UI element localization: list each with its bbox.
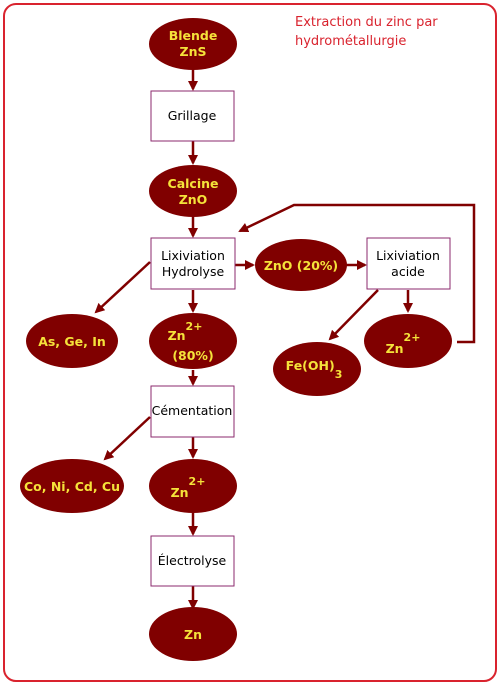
node-zn2-cem: Zn2+ xyxy=(149,459,237,513)
node-co-ni-cd-cu-shape xyxy=(20,459,124,513)
node-as-ge-in-shape xyxy=(26,314,118,368)
node-lixiviation-acide-line-1: Lixiviation xyxy=(376,248,440,263)
node-electrolyse: Électrolyse xyxy=(150,535,235,587)
edge-zn2-recycle xyxy=(238,203,476,344)
node-zn-shape xyxy=(149,607,237,661)
edge-cementation-conicdcu xyxy=(103,416,151,461)
node-cementation-label: Cémentation xyxy=(152,403,233,418)
node-electrolyse-label: Électrolyse xyxy=(158,553,227,568)
diagram-frame xyxy=(3,3,497,682)
node-blende-line-1: Blende xyxy=(169,28,218,43)
node-blende-shape xyxy=(149,18,237,70)
node-cementation: Cémentation xyxy=(150,385,235,438)
node-calcine: Calcine ZnO xyxy=(149,165,237,217)
diagram-title-line-2: hydrométallurgie xyxy=(295,34,406,49)
node-lixiviation-acide-box xyxy=(366,237,451,290)
node-zn2-acid-base: Zn xyxy=(386,341,404,356)
node-cementation-box xyxy=(150,385,235,438)
node-zno-20: ZnO (20%) xyxy=(255,239,347,291)
node-grillage: Grillage xyxy=(150,90,235,142)
edges xyxy=(94,68,476,610)
node-co-ni-cd-cu-label: Co, Ni, Cd, Cu xyxy=(24,479,120,494)
node-zn2-acid: Zn2+ xyxy=(364,314,452,368)
node-calcine-line-2: ZnO xyxy=(179,192,208,207)
node-as-ge-in-label: As, Ge, In xyxy=(38,334,106,349)
node-as-ge-in: As, Ge, In xyxy=(26,314,118,368)
node-grillage-box xyxy=(150,90,235,142)
node-zn-label: Zn xyxy=(184,627,202,642)
node-lixiviation-acide-line-2: acide xyxy=(391,264,425,279)
node-zn2-80-label: Zn2+ xyxy=(168,320,203,343)
node-blende-line-2: ZnS xyxy=(180,44,207,59)
node-calcine-shape xyxy=(149,165,237,217)
node-blende: Blende ZnS xyxy=(149,18,237,70)
edge-acide-feoh3 xyxy=(328,289,379,341)
node-co-ni-cd-cu: Co, Ni, Cd, Cu xyxy=(20,459,124,513)
node-zn: Zn xyxy=(149,607,237,661)
node-lixiviation-hydrolyse-box xyxy=(150,237,236,290)
node-lixiviation-acide: Lixiviation acide xyxy=(366,237,451,290)
node-feoh3-subscript: 3 xyxy=(335,368,343,381)
node-zn2-80-charge: 2+ xyxy=(186,320,203,333)
node-zn2-80: Zn2+ (80%) xyxy=(149,313,237,369)
node-zn2-acid-label: Zn2+ xyxy=(386,331,421,356)
node-lixiviation-hydrolyse-line-1: Lixiviation xyxy=(161,248,225,263)
node-lixiviation-hydrolyse-line-2: Hydrolyse xyxy=(162,264,225,279)
node-feoh3: Fe(OH)3 xyxy=(273,342,361,396)
edge-lixiviation-asgein xyxy=(94,261,151,314)
node-zn2-cem-base: Zn xyxy=(171,485,189,500)
node-zn2-80-shape xyxy=(149,313,237,369)
node-zn2-acid-charge: 2+ xyxy=(404,331,421,344)
node-zn2-cem-label: Zn2+ xyxy=(171,475,206,500)
node-zn2-acid-shape xyxy=(364,314,452,368)
node-zn2-cem-shape xyxy=(149,459,237,513)
node-feoh3-label: Fe(OH)3 xyxy=(286,358,343,381)
node-zn2-cem-charge: 2+ xyxy=(189,475,206,488)
node-grillage-label: Grillage xyxy=(168,108,217,123)
node-zno-20-label: ZnO (20%) xyxy=(264,258,338,273)
node-zn2-80-percent: (80%) xyxy=(172,348,213,363)
node-feoh3-base: Fe(OH) xyxy=(286,358,335,373)
node-electrolyse-box xyxy=(150,535,235,587)
node-lixiviation-hydrolyse: Lixiviation Hydrolyse xyxy=(150,237,236,290)
node-feoh3-shape xyxy=(273,342,361,396)
node-zn2-80-base: Zn xyxy=(168,328,186,343)
diagram-title-line-1: Extraction du zinc par xyxy=(295,15,438,30)
node-calcine-line-1: Calcine xyxy=(168,176,219,191)
node-zno-20-shape xyxy=(255,239,347,291)
